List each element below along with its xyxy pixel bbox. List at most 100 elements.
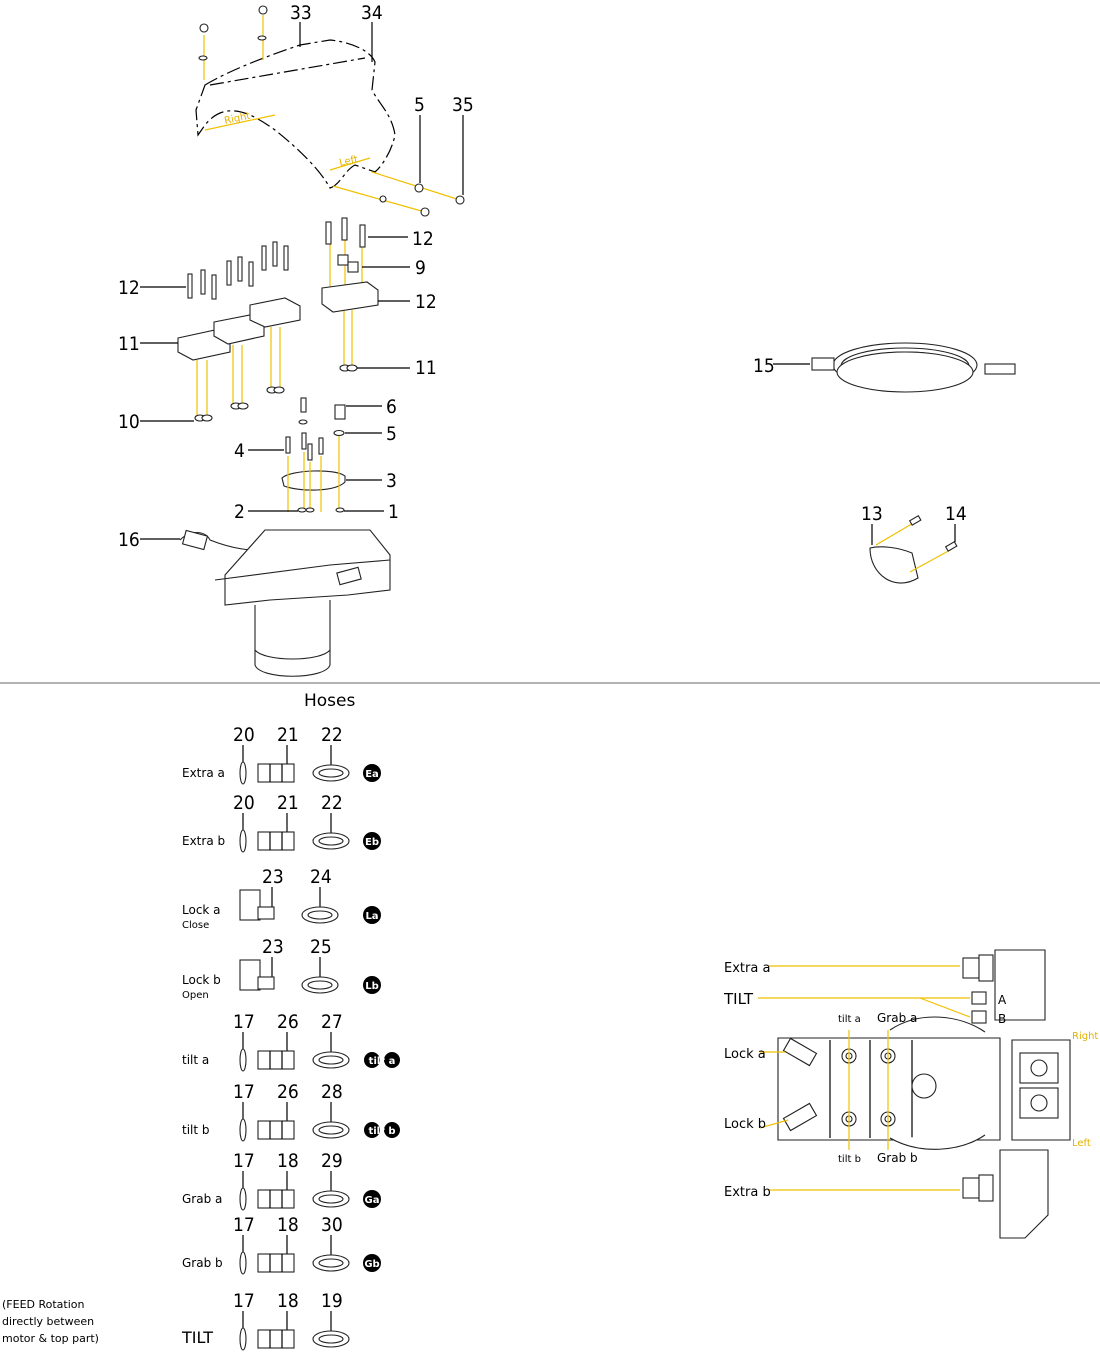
hose-part-callout: 22 xyxy=(321,792,343,814)
callout-1: 1 xyxy=(388,501,399,523)
hose-part-callout: 20 xyxy=(233,792,255,814)
note-line-1: (FEED Rotation xyxy=(2,1298,85,1311)
adapter-fitting xyxy=(257,1050,295,1070)
callout-2: 2 xyxy=(234,501,245,523)
adapter-fitting xyxy=(257,831,295,851)
port-badge xyxy=(363,906,381,924)
callout-12-left: 12 xyxy=(118,277,140,299)
port-label-tilt-b: tilt b xyxy=(838,1154,861,1165)
callout-13: 13 xyxy=(861,503,883,525)
port-label-lock-b: Lock b xyxy=(724,1117,766,1132)
hose-part-callout: 21 xyxy=(277,724,299,746)
cover-label-left: Left xyxy=(338,154,359,169)
port-label-grab-b: Grab b xyxy=(877,1151,918,1165)
hose-row-label: Grab b xyxy=(182,1256,223,1270)
port-label-A: A xyxy=(998,993,1007,1007)
o-ring xyxy=(239,1187,247,1211)
hose-row-sublabel: Close xyxy=(182,920,209,931)
callout-15: 15 xyxy=(753,355,775,377)
hose-part-callout: 28 xyxy=(321,1081,343,1103)
callout-10: 10 xyxy=(118,411,140,433)
port-label-right: Right xyxy=(1072,1031,1098,1042)
callout-34: 34 xyxy=(361,2,383,24)
port-diagram: Extra a TILT A B tilt a Grab a Lock a Lo… xyxy=(723,949,1098,1239)
hose-part-callout: 17 xyxy=(233,1081,255,1103)
exploded-view: Right Left 33 34 5 35 xyxy=(118,2,1016,677)
hose-row-label: tilt a xyxy=(182,1053,209,1067)
port-badge-text: Lb xyxy=(365,981,379,992)
o-ring xyxy=(239,1118,247,1142)
port-badge xyxy=(363,976,381,994)
hose-part-callout: 18 xyxy=(277,1290,299,1312)
hose-row-label: tilt b xyxy=(182,1123,210,1137)
hose-row-label: TILT xyxy=(181,1328,213,1347)
port-label-B: B xyxy=(998,1012,1006,1026)
o-ring xyxy=(239,829,247,853)
callout-8: 12 xyxy=(415,291,437,313)
callout-35: 35 xyxy=(452,94,474,116)
port-label-extra-b: Extra b xyxy=(724,1185,771,1200)
callout-33: 33 xyxy=(290,2,312,24)
hose-row-sublabel: Open xyxy=(182,990,209,1001)
hose-row-label: Lock b xyxy=(182,973,221,987)
plate-3-assembly xyxy=(281,397,346,513)
port-label-left: Left xyxy=(1072,1138,1091,1149)
hose-part-callout: 19 xyxy=(321,1290,343,1312)
port-label-lock-a: Lock a xyxy=(724,1047,766,1062)
hose-part-callout: 23 xyxy=(262,866,284,888)
port-badge xyxy=(363,764,381,782)
hose-part-callout: 21 xyxy=(277,792,299,814)
block-11-assembly xyxy=(177,241,301,422)
port-badge-text: Gb xyxy=(364,1259,379,1270)
port-badge-text: La xyxy=(365,911,378,922)
port-label-tilt-a: tilt a xyxy=(838,1014,861,1025)
o-ring xyxy=(239,1251,247,1275)
port-label-extra-a: Extra a xyxy=(724,961,770,976)
hose-part-callout: 17 xyxy=(233,1011,255,1033)
hose-part-callout: 29 xyxy=(321,1150,343,1172)
callout-16: 16 xyxy=(118,529,140,551)
hoses-note: (FEED Rotation directly between motor & … xyxy=(2,1298,99,1345)
hose-part-callout: 30 xyxy=(321,1214,343,1236)
adapter-fitting xyxy=(257,1120,295,1140)
hose-part-callout: 20 xyxy=(233,724,255,746)
adapter-fitting xyxy=(257,1189,295,1209)
cover-34: Right Left xyxy=(195,5,465,217)
port-badge xyxy=(364,1122,380,1138)
hose-part-callout: 17 xyxy=(233,1150,255,1172)
motor-valve-body xyxy=(179,529,391,677)
callout-3: 3 xyxy=(386,470,397,492)
port-badge-text: Ga xyxy=(365,1195,380,1206)
o-ring xyxy=(239,761,247,785)
hose-part-callout: 25 xyxy=(310,936,332,958)
note-line-3: motor & top part) xyxy=(2,1332,99,1345)
hose-part-callout: 23 xyxy=(262,936,284,958)
callout-7: 11 xyxy=(415,357,437,379)
callout-6: 6 xyxy=(386,396,397,418)
port-badge-text: tilt a xyxy=(369,1056,396,1067)
port-badge xyxy=(364,1052,380,1068)
note-line-2: directly between xyxy=(2,1315,94,1328)
cable-15 xyxy=(811,342,1016,393)
hose-row-label: Lock a xyxy=(182,903,221,917)
hose-part-callout: 24 xyxy=(310,866,332,888)
adapter-fitting xyxy=(257,1253,295,1273)
hose-part-callout: 22 xyxy=(321,724,343,746)
hoses-title: Hoses xyxy=(304,691,356,711)
o-ring xyxy=(239,1327,247,1351)
hose-part-callout: 18 xyxy=(277,1150,299,1172)
o-ring xyxy=(239,1048,247,1072)
hose-row-label: Grab a xyxy=(182,1192,222,1206)
hose-part-callout: 26 xyxy=(277,1011,299,1033)
port-badge-text: tilt b xyxy=(368,1126,395,1137)
